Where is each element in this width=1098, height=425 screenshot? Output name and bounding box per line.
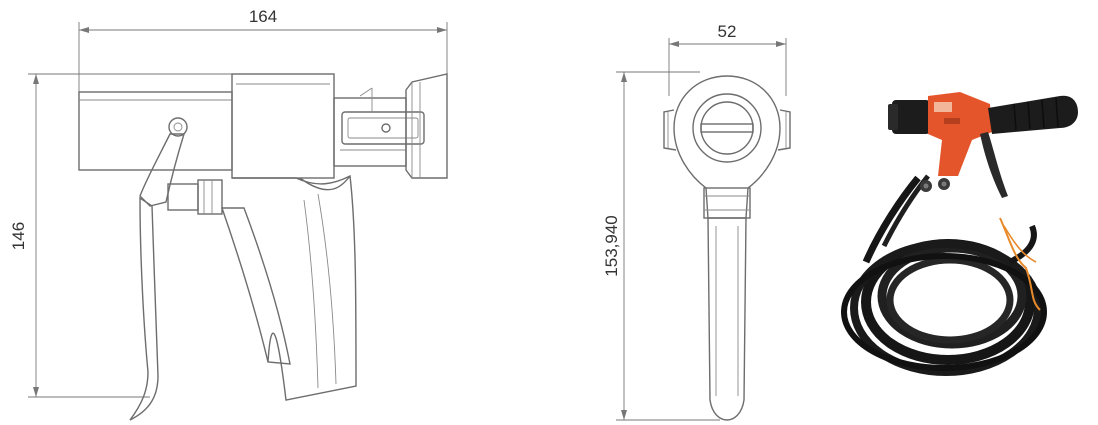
front-bore-outer [692,93,762,163]
front-grip [221,207,291,365]
front-collar [703,187,751,219]
front-height-dimension: 153,940 [602,71,720,421]
latch-window [341,111,425,145]
side-width-dimension: 164 [78,7,448,95]
main-body [231,73,335,179]
trigger-lever [129,196,159,421]
gun-trigger [980,132,1008,198]
front-height-label: 153,940 [602,215,621,276]
front-width-dimension: 52 [668,22,787,96]
front-width-label: 52 [718,22,737,41]
front-bore-inner [700,101,754,155]
hose-fitting [167,183,199,211]
side-height-dimension: 146 [9,73,232,398]
gun-grip [988,95,1078,134]
front-bore-bar [700,123,754,133]
side-view-drawing: 164 146 [9,7,448,421]
orange-wire [999,217,1041,311]
trigger-pivot [168,117,188,137]
front-handle [707,217,747,421]
rear-housing [78,91,233,171]
front-head [673,75,781,219]
product-photo [841,92,1078,376]
hose-fitting-nut [197,179,223,215]
gun-nozzle [888,100,930,134]
front-view-drawing: 52 153,940 [602,22,791,421]
gun-body-orange [928,92,992,176]
gun-hose [862,175,921,264]
side-width-label: 164 [249,7,277,26]
trigger-head [139,133,185,207]
rear-handle [232,174,357,401]
front-coupling [333,97,407,167]
side-height-label: 146 [9,222,28,250]
